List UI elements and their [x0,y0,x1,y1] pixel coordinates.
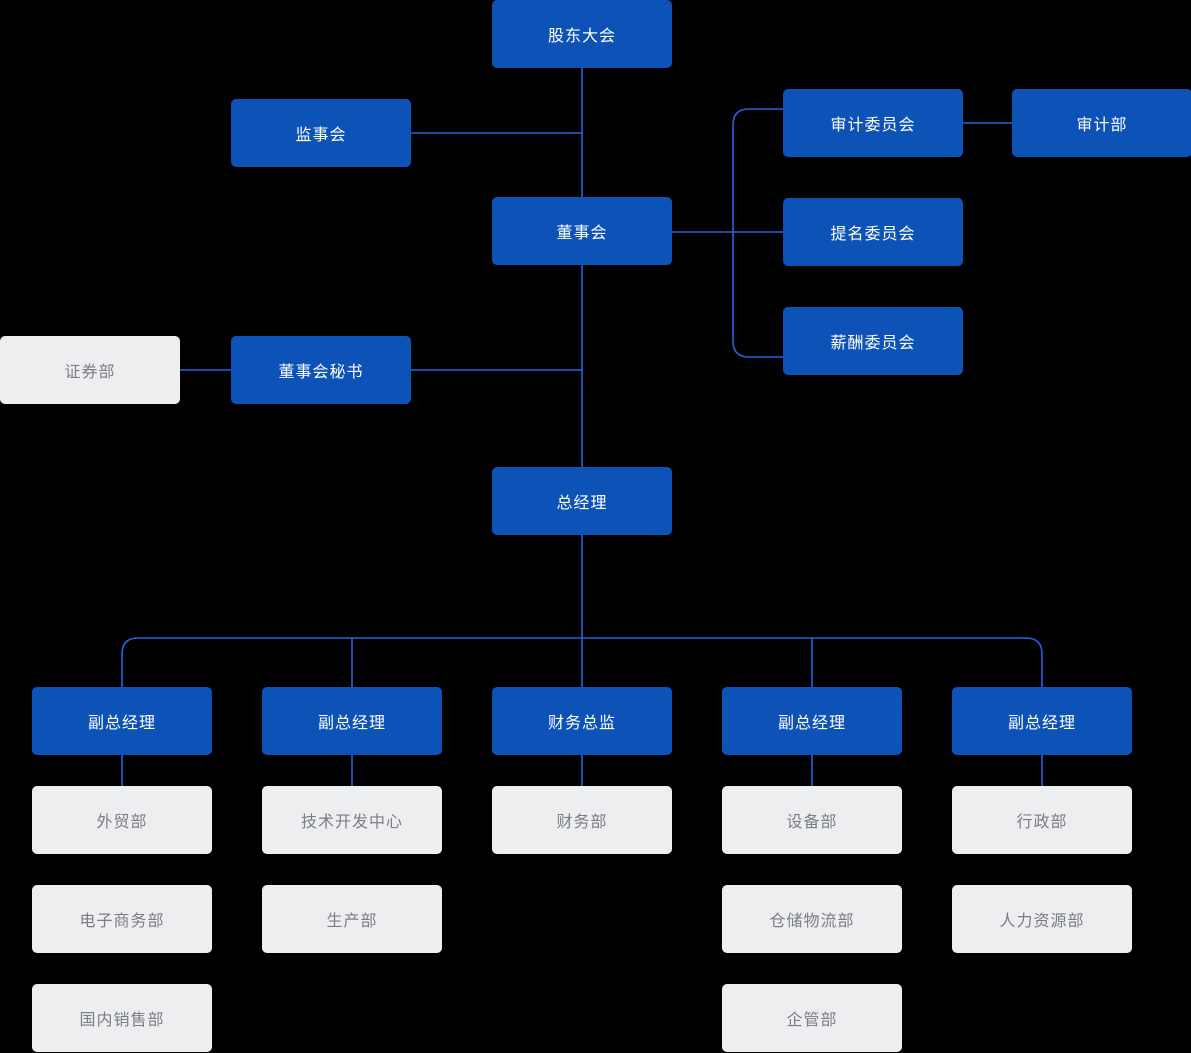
node-audit-dept: 审计部 [1012,89,1191,157]
connector-committee-bracket [732,108,783,358]
node-finance-dept: 财务部 [492,786,672,854]
node-supervisory-board: 监事会 [231,99,411,167]
node-domestic-sales-dept: 国内销售部 [32,984,212,1052]
node-deputy-gm-1: 副总经理 [32,687,212,755]
node-securities-dept: 证券部 [0,336,180,404]
node-shareholders-meeting: 股东大会 [492,0,672,68]
node-finance-director: 财务总监 [492,687,672,755]
connector-branch-line [121,637,1043,687]
node-compensation-committee: 薪酬委员会 [783,307,963,375]
node-tech-dev-center: 技术开发中心 [262,786,442,854]
node-general-manager: 总经理 [492,467,672,535]
node-board-of-directors: 董事会 [492,197,672,265]
node-board-secretary: 董事会秘书 [231,336,411,404]
node-equipment-dept: 设备部 [722,786,902,854]
node-ecommerce-dept: 电子商务部 [32,885,212,953]
node-enterprise-mgmt-dept: 企管部 [722,984,902,1052]
node-deputy-gm-2: 副总经理 [262,687,442,755]
node-deputy-gm-4: 副总经理 [952,687,1132,755]
node-production-dept: 生产部 [262,885,442,953]
node-warehouse-logistics-dept: 仓储物流部 [722,885,902,953]
node-audit-committee: 审计委员会 [783,89,963,157]
node-nomination-committee: 提名委员会 [783,198,963,266]
node-admin-dept: 行政部 [952,786,1132,854]
node-deputy-gm-3: 副总经理 [722,687,902,755]
node-foreign-trade-dept: 外贸部 [32,786,212,854]
node-hr-dept: 人力资源部 [952,885,1132,953]
